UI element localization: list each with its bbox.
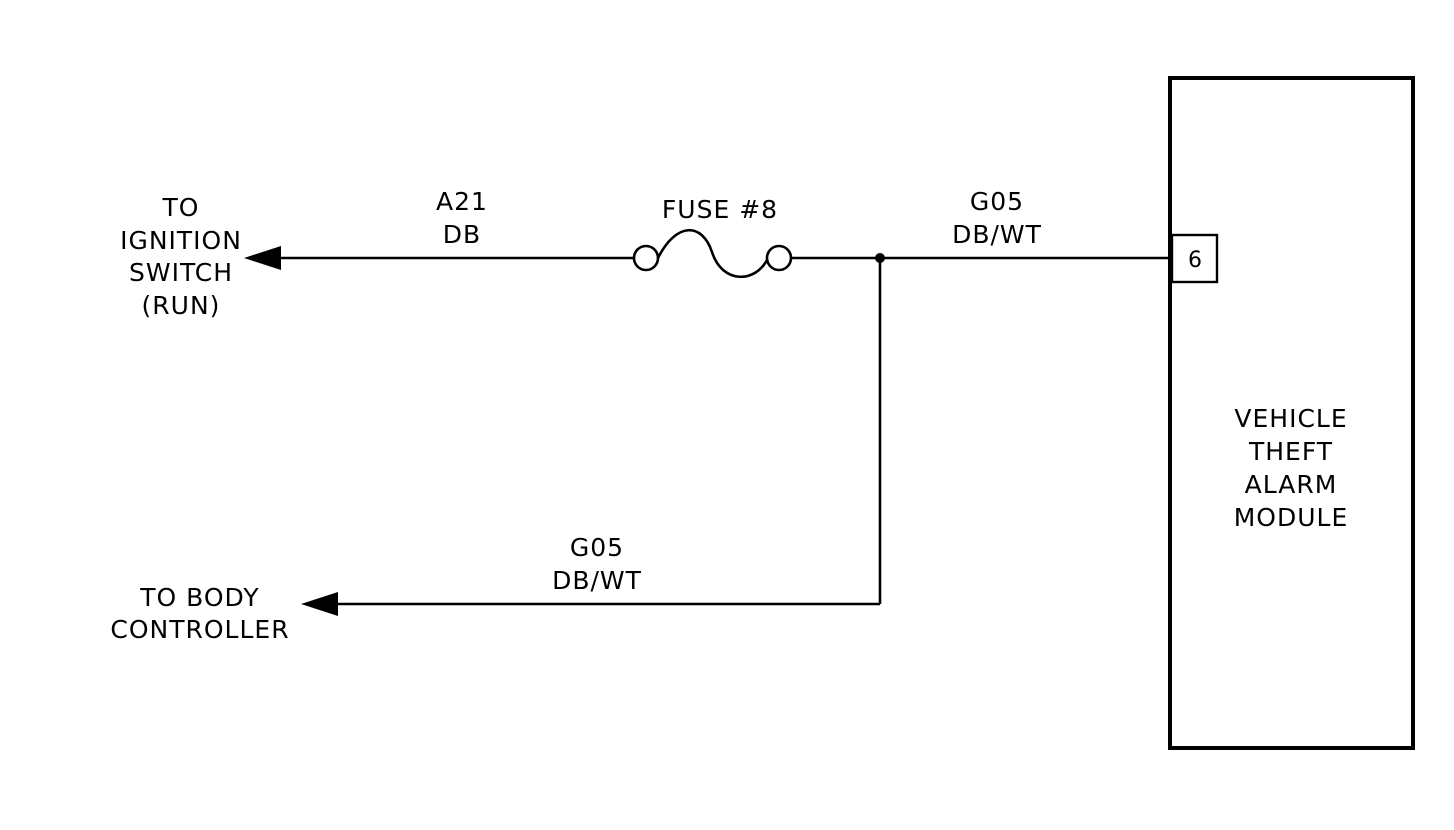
ignition-label-line-2: IGNITION	[120, 226, 242, 255]
wire-g05-module-label: G05 DB/WT	[952, 187, 1042, 249]
module-box	[1168, 76, 1415, 750]
wire-g05-module-circuit: G05	[970, 187, 1024, 216]
wire-g05-body-label: G05 DB/WT	[552, 533, 642, 595]
pin-box	[1170, 233, 1219, 284]
wire-a21-circuit: A21	[436, 187, 488, 216]
ignition-label-line-4: (RUN)	[142, 291, 221, 320]
fuse-8: FUSE #8	[632, 195, 793, 279]
wire-g05-module-color: DB/WT	[952, 220, 1042, 249]
ignition-label-line-1: TO	[162, 193, 200, 222]
module-label-line-1: VEHICLE	[1234, 404, 1347, 433]
vehicle-theft-alarm-module: VEHICLE THEFT ALARM MODULE	[1168, 76, 1415, 750]
fuse-label: FUSE #8	[662, 195, 778, 224]
ignition-arrow	[244, 246, 281, 270]
wire-a21-color: DB	[443, 220, 481, 249]
body-controller-arrow	[301, 592, 338, 616]
ignition-switch-label: TO IGNITION SWITCH (RUN)	[120, 193, 242, 320]
module-label-line-3: ALARM	[1245, 470, 1338, 499]
fuse-terminal-right	[765, 244, 793, 272]
ignition-label-line-3: SWITCH	[129, 258, 233, 287]
fuse-terminal-left	[632, 244, 660, 272]
body-label-line-1: TO BODY	[139, 583, 259, 612]
module-label-line-4: MODULE	[1234, 503, 1349, 532]
wire-g05-body-circuit: G05	[570, 533, 624, 562]
wire-g05-body-color: DB/WT	[552, 566, 642, 595]
wire-a21-label: A21 DB	[436, 187, 488, 249]
body-label-line-2: CONTROLLER	[110, 615, 289, 644]
fuse-element	[656, 228, 770, 279]
module-label-line-2: THEFT	[1248, 437, 1333, 466]
body-controller-label: TO BODY CONTROLLER	[110, 583, 289, 644]
module-pin-6: 6	[1170, 233, 1219, 284]
pin-number: 6	[1188, 248, 1202, 273]
